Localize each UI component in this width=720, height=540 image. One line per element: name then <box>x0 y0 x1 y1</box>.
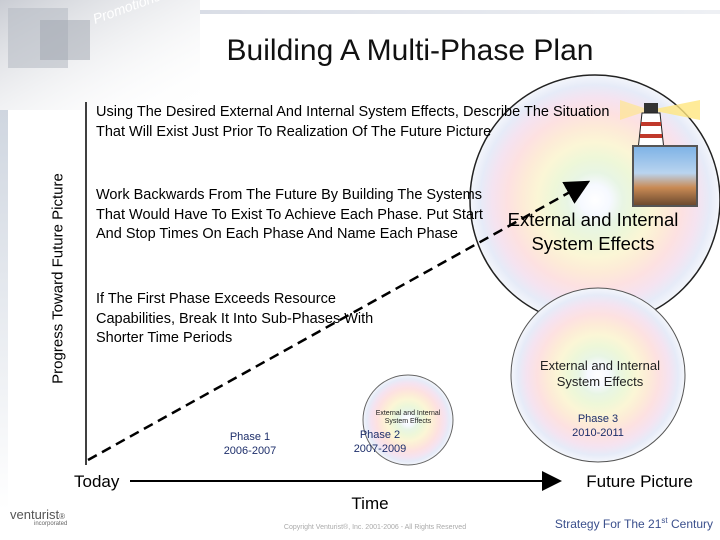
lighthouse-icon <box>620 100 700 151</box>
x-axis-label: Time <box>351 494 389 513</box>
x-axis-end-label: Future Picture <box>586 472 693 491</box>
header-collage-image: Promotions <box>0 0 200 110</box>
footer-tagline: Strategy For The 21st Century <box>518 516 713 531</box>
phase3-effects-circle <box>510 287 686 463</box>
copyright-text: Copyright Venturist®, Inc. 2001-2006 - A… <box>283 524 467 531</box>
phase-2-name: Phase 2 <box>359 429 401 441</box>
step-1-text: Using The Desired External And Internal … <box>96 104 610 140</box>
future-effects-label: External and Internal System Effects <box>507 209 679 254</box>
phase-1-label: Phase 1 2006-2007 <box>210 430 290 458</box>
phase-1-dates: 2006-2007 <box>223 445 277 457</box>
phase-2-dates: 2007-2009 <box>353 443 407 455</box>
footer-suffix: Century <box>667 517 713 531</box>
x-axis-start-label: Today <box>74 472 120 491</box>
logo-name: venturist <box>10 507 60 522</box>
phase-3-name: Phase 3 <box>577 413 619 425</box>
phase3-effects-label: External and Internal System Effects <box>540 358 660 389</box>
header-rule <box>200 10 720 14</box>
logo-mark: ® <box>59 512 66 521</box>
y-axis-label: Progress Toward Future Picture <box>49 173 67 384</box>
phase-1-name: Phase 1 <box>229 431 271 443</box>
phase-3-label: Phase 3 2010-2011 <box>562 412 634 440</box>
phase-3-dates: 2010-2011 <box>572 427 624 439</box>
left-edge-bar <box>0 110 8 510</box>
future-picture-photo <box>632 145 698 207</box>
footer-prefix: Strategy For The 21 <box>554 517 662 531</box>
page-title: Building A Multi-Phase Plan <box>226 34 594 67</box>
footer-sup: st <box>661 516 668 525</box>
step-2-text: Work Backwards From The Future By Buildi… <box>96 187 483 242</box>
venturist-logo: venturist® incorporated <box>10 506 90 527</box>
phase2-effects-circle <box>362 374 454 466</box>
phase2-effects-label: External and Internal System Effects <box>375 410 441 425</box>
phase-2-label: Phase 2 2007-2009 <box>340 428 420 456</box>
logo-sub: incorporated <box>34 521 68 527</box>
step-3-text: If The First Phase Exceeds Resource Capa… <box>96 291 374 346</box>
